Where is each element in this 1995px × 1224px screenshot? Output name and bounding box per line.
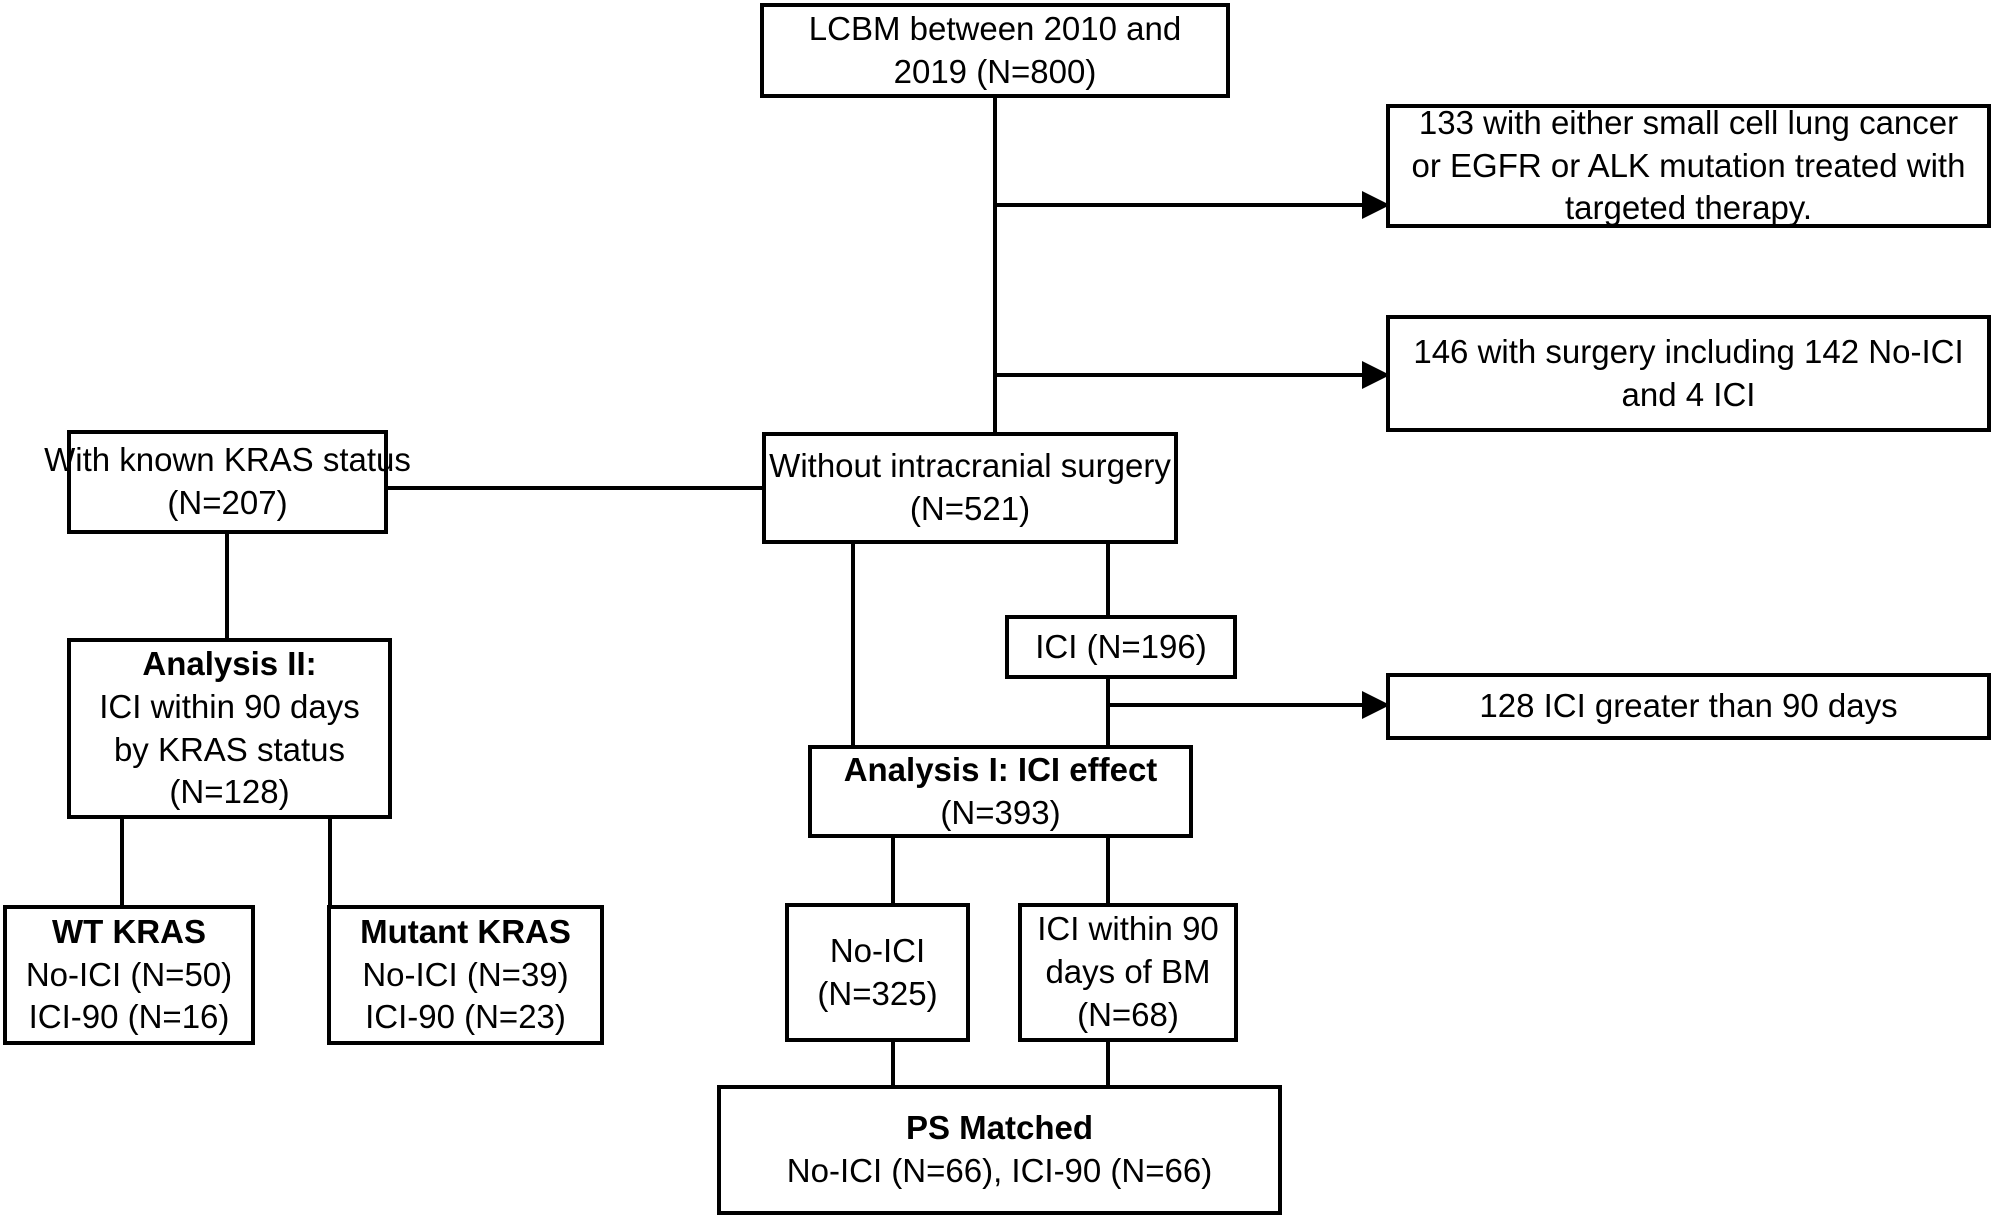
kras-status-line-1: With known KRAS status [44,441,411,479]
cohort-line-1: LCBM between 2010 and [808,9,1182,47]
exclusion-3-line-1: 128 ICI greater than 90 days [1479,687,1898,725]
mutant-kras-line-1: Mutant KRAS [360,912,571,950]
ici-90-bm-line-2: days of BM [1045,953,1211,991]
wt-kras-line-2: No-ICI (N=50) [25,955,233,993]
analysis-2-line-1: Analysis II: [142,644,317,682]
mutant-kras-box: Mutant KRAS No-ICI (N=39) ICI-90 (N=23) [327,905,604,1045]
analysis-2-line-2: ICI within 90 days [99,687,360,725]
exclusion-box-sclc-egfr-alk: 133 with either small cell lung cancer o… [1386,104,1991,228]
cohort-box: LCBM between 2010 and 2019 (N=800) [760,3,1230,98]
ps-matched-line-2: No-ICI (N=66), ICI-90 (N=66) [786,1152,1213,1189]
exclusion-2-line-1: 146 with surgery including 142 No-ICI [1413,332,1964,370]
wt-kras-line-1: WT KRAS [52,912,206,950]
no-ici-325-box: No-ICI (N=325) [785,903,970,1042]
kras-status-line-2: (N=207) [167,484,288,521]
ps-matched-line-1: PS Matched [905,1109,1094,1147]
analysis-2-line-4: (N=128) [169,773,290,811]
exclusion-box-surgery: 146 with surgery including 142 No-ICI an… [1386,315,1991,432]
without-intracranial-surgery-box: Without intracranial surgery (N=521) [762,432,1178,544]
exclusion-2-line-2: and 4 ICI [1621,375,1756,413]
exclusion-1-line-2: or EGFR or ALK mutation treated with [1411,146,1966,184]
ici-90-bm-line-1: ICI within 90 [1037,910,1219,948]
analysis-1-line-1: Analysis I: ICI effect [843,750,1158,788]
known-kras-status-box: With known KRAS status (N=207) [44,430,411,534]
exclusion-1-line-3: targeted therapy. [1564,189,1813,227]
analysis-2-line-3: by KRAS status [113,730,346,768]
ps-matched-box: PS Matched No-ICI (N=66), ICI-90 (N=66) [717,1085,1282,1215]
no-ici-325-line-1: No-ICI [829,931,926,969]
no-surgery-line-2: (N=521) [909,490,1031,527]
ici-196-box: ICI (N=196) [1005,615,1237,679]
analysis-i-box: Analysis I: ICI effect (N=393) [808,745,1193,838]
mutant-kras-line-2: No-ICI (N=39) [362,955,569,993]
no-ici-325-line-2: (N=325) [817,974,938,1012]
ici-90-bm-line-3: (N=68) [1077,995,1179,1033]
cohort-line-2: 2019 (N=800) [893,52,1097,90]
ici-within-90-days-of-bm-box: ICI within 90 days of BM (N=68) [1018,903,1238,1042]
ici-196-line-1: ICI (N=196) [1035,627,1207,665]
wt-kras-line-3: ICI-90 (N=16) [28,998,230,1036]
exclusion-1-line-1: 133 with either small cell lung cancer [1418,103,1959,141]
analysis-1-line-2: (N=393) [940,793,1061,831]
analysis-ii-box: Analysis II: ICI within 90 days by KRAS … [67,638,392,819]
wt-kras-box: WT KRAS No-ICI (N=50) ICI-90 (N=16) [3,905,255,1045]
mutant-kras-line-3: ICI-90 (N=23) [365,998,566,1036]
no-surgery-line-1: Without intracranial surgery [769,447,1171,485]
exclusion-box-ici-greater-90-days: 128 ICI greater than 90 days [1386,673,1991,740]
